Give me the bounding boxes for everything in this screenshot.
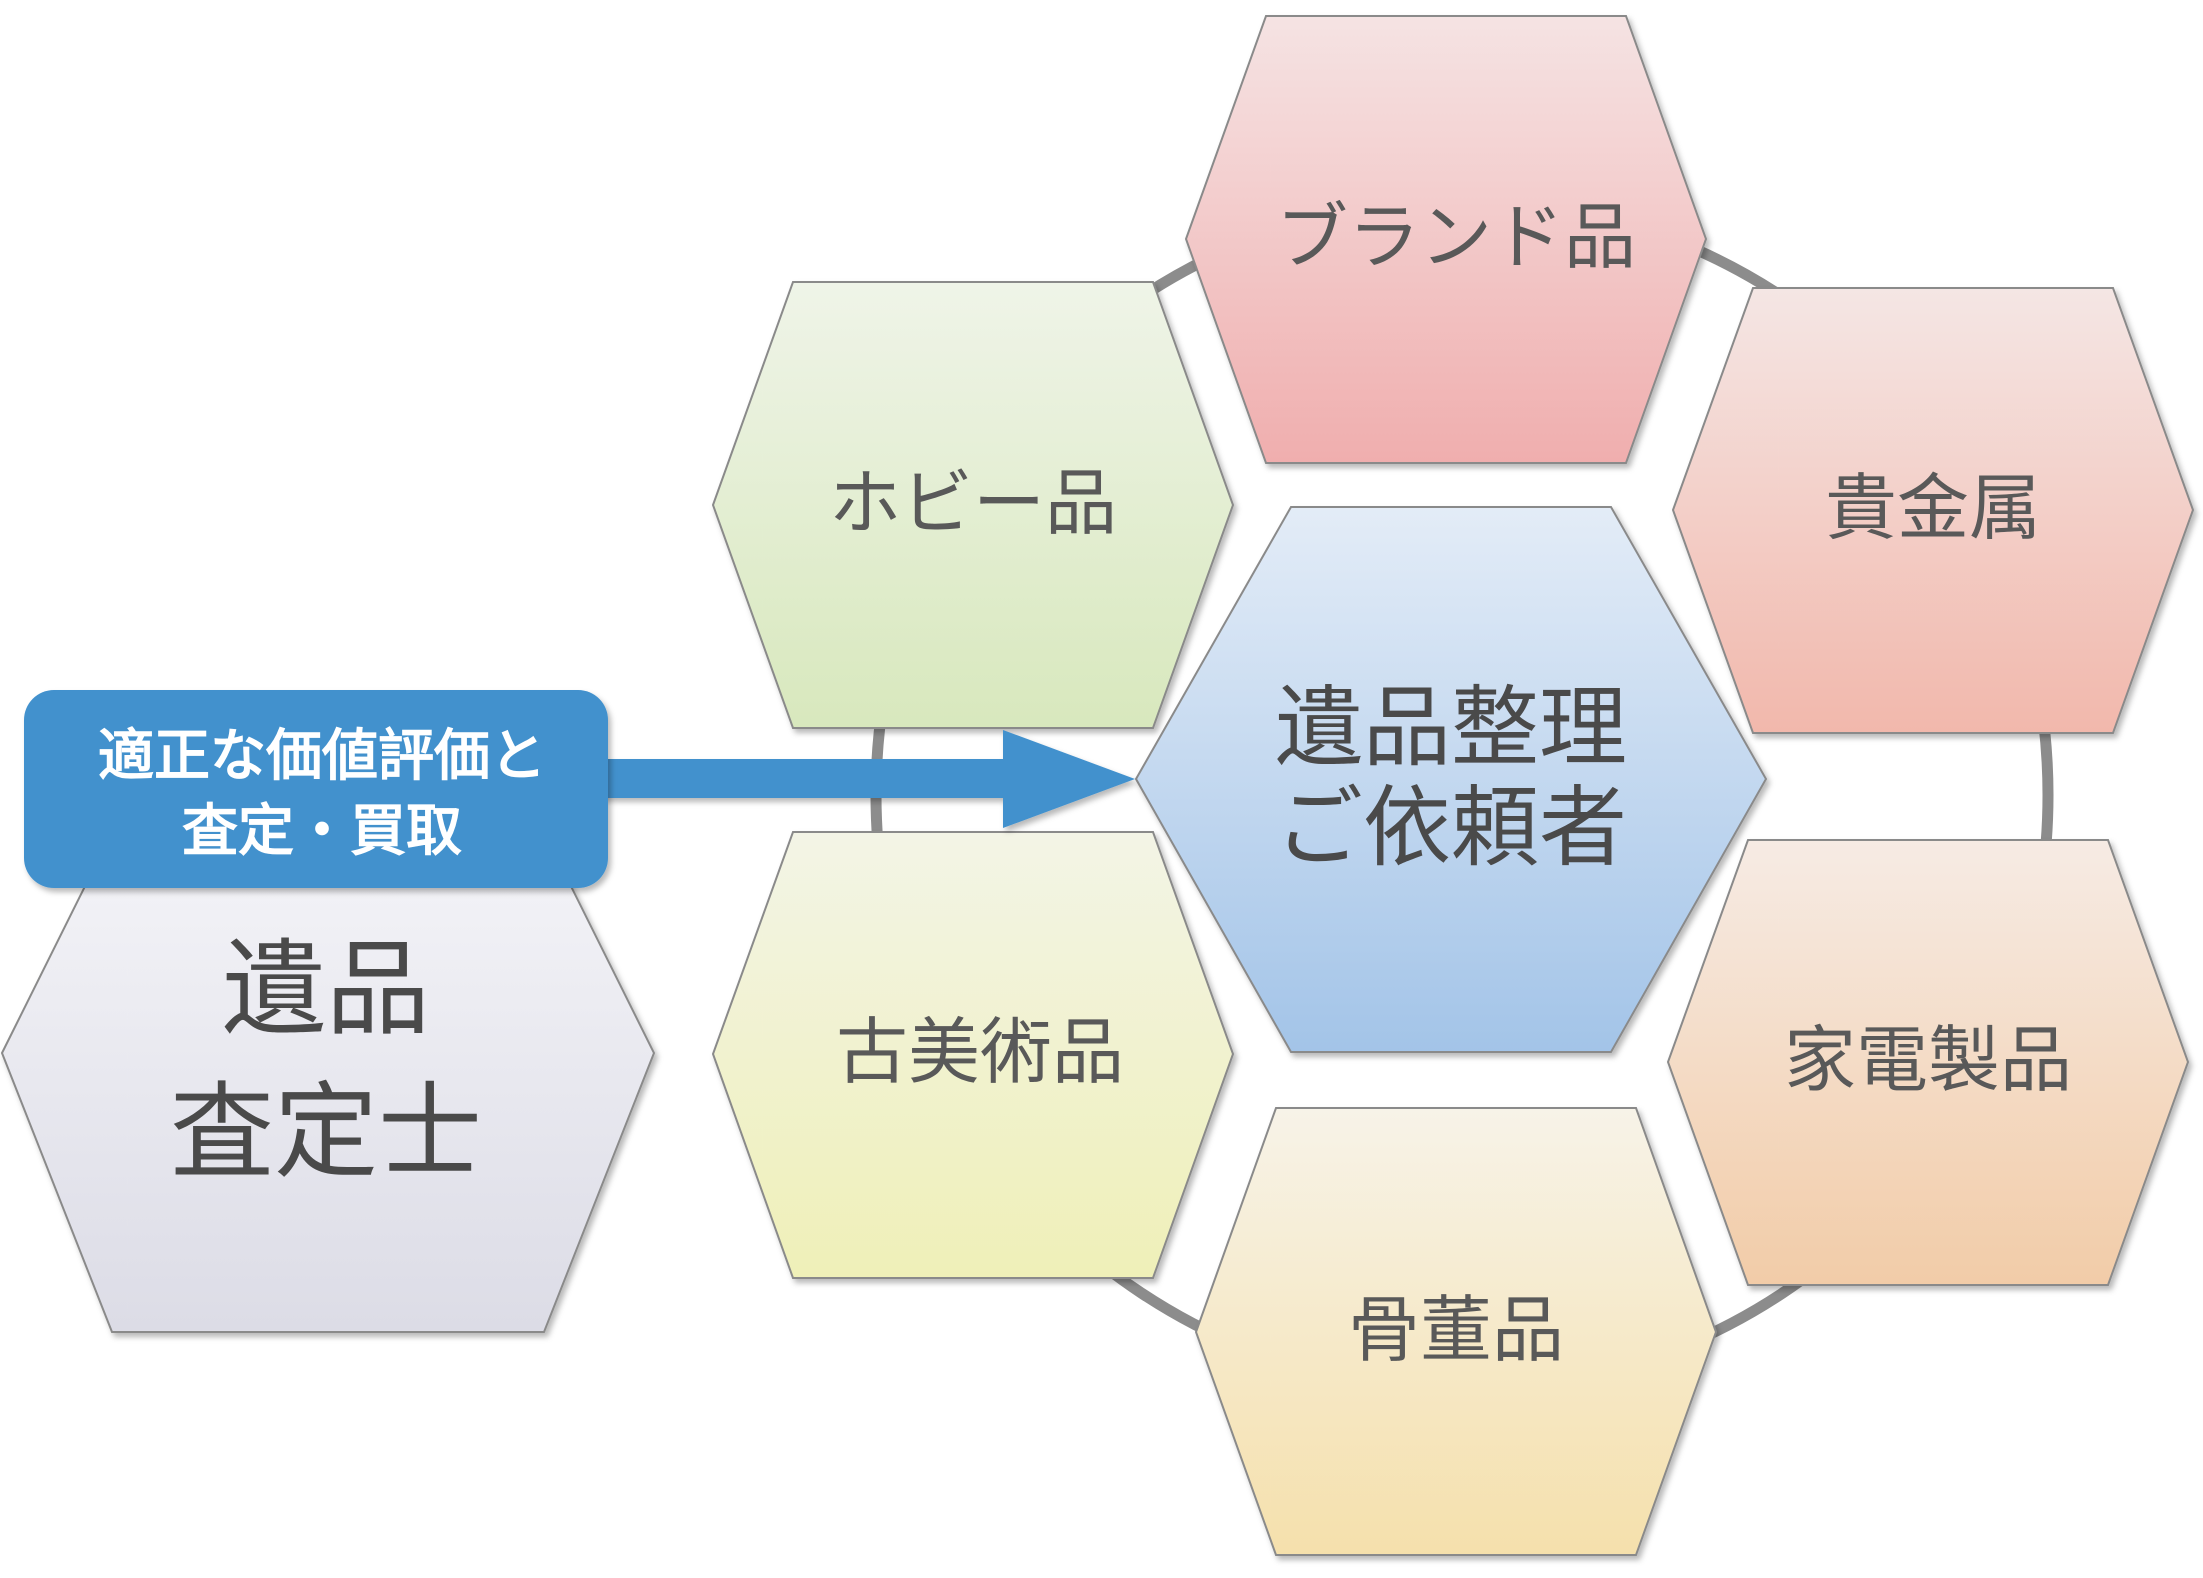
hex-kotto: 骨董品 [1194,1107,1718,1556]
hex-kobijutsu-label: 古美術品 [836,1010,1124,1094]
arrow-right-icon [600,730,1135,828]
callout-label-line2: 査定・買取 [182,799,462,864]
hex-hobby-label: ホビー品 [829,461,1117,545]
hex-appraiser: 遺品 査定士 [0,831,656,1333]
center-label-line2: ご依頼者 [1275,776,1627,879]
center-label-line1: 遺品整理 [1275,676,1627,779]
hex-brand: ブランド品 [1184,15,1708,464]
hex-kikinzoku-label: 貴金属 [1825,466,2041,550]
callout-label-line1: 適正な価値評価と [98,724,546,789]
hex-kaden: 家電製品 [1666,839,2190,1286]
appraiser-label-line1: 遺品 [222,928,430,1050]
hex-hobby: ホビー品 [711,281,1235,729]
appraiser-label-line2: 査定士 [170,1071,482,1193]
hex-center: 遺品整理 ご依頼者 [1134,506,1768,1053]
callout-box: 適正な価値評価と 査定・買取 [24,690,608,888]
hex-kotto-label: 骨董品 [1348,1288,1564,1372]
hex-kobijutsu: 古美術品 [711,831,1235,1279]
hex-brand-label: ブランド品 [1276,195,1636,279]
hex-kaden-label: 家電製品 [1784,1018,2072,1102]
hex-kikinzoku: 貴金属 [1671,287,2195,734]
